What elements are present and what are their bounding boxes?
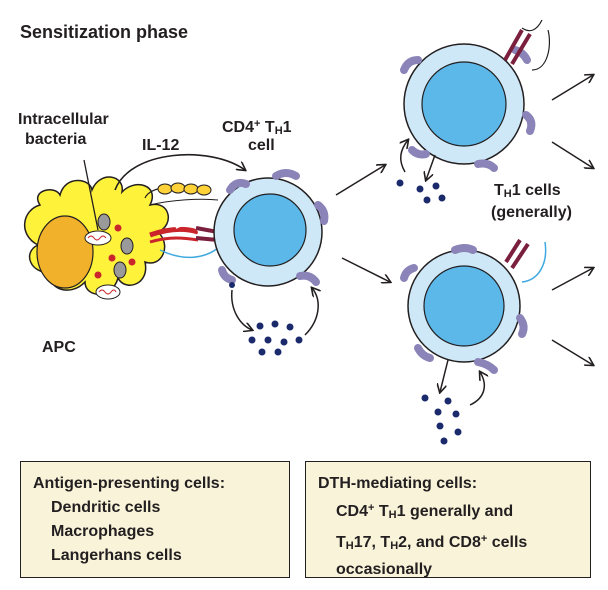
arrow-to-lower-cell (341, 257, 390, 282)
dth-cells-heading: DTH-mediating cells: (318, 475, 478, 492)
feedback-arrow-lower (469, 372, 484, 406)
cytokine-dots-center (248, 320, 303, 356)
apc-type-item: Langerhans cells (51, 547, 182, 564)
feedback-arrow-center (304, 288, 318, 336)
bacteria-label-line1: Intracellular (18, 111, 109, 128)
feedback-arrow-upper (401, 140, 408, 173)
apc-label: APC (42, 339, 76, 356)
th1-cells-label-line1: TH1 cells (494, 182, 561, 200)
bacteria-label-line2: bacteria (25, 131, 87, 148)
bacteria-icons (84, 213, 136, 300)
th1-cell-label-line1: CD4+ TH1 (222, 118, 292, 137)
dth-cells-line1: CD4+ TH1 generally and (336, 502, 514, 521)
dth-cells-line3: occasionally (336, 561, 433, 578)
dth-cells-line2: TH17, TH2, and CD8+ cells (336, 533, 528, 552)
arrow-out-lower-2 (551, 339, 593, 365)
th1-cells-label-line2: (generally) (491, 204, 572, 221)
apc-type-item: Dendritic cells (51, 499, 161, 516)
il12-receptor-complex (144, 182, 219, 206)
diagram-title: Sensitization phase (20, 22, 189, 42)
apc-cell (23, 176, 169, 300)
secretion-arrow-upper (426, 154, 436, 180)
arrow-out-lower-1 (551, 268, 593, 291)
apc-types-heading: Antigen-presenting cells: (33, 475, 226, 492)
bacteria-pointer-line (83, 159, 99, 231)
dth-cells-box: DTH-mediating cells: CD4+ TH1 generally … (305, 461, 591, 578)
apc-type-item: Macrophages (51, 523, 155, 540)
th1-cell-center (213, 169, 329, 288)
th1-cell-upper (400, 19, 551, 172)
cytokine-dots-upper (396, 179, 446, 204)
secretion-arrow-lower (440, 359, 449, 392)
arrow-to-upper-cell (335, 165, 385, 196)
il12-label: IL-12 (142, 137, 180, 154)
arrow-out-upper-2 (551, 141, 593, 168)
arrow-out-upper-1 (551, 75, 593, 101)
apc-nucleus (36, 215, 94, 289)
apc-types-box: Antigen-presenting cells: Dendritic cell… (20, 461, 290, 578)
th1-cell-label-line2: cell (248, 137, 275, 154)
th1-cell-lower (400, 238, 547, 374)
il12-arrow (114, 153, 245, 191)
cytokine-dots-lower (421, 394, 462, 445)
secretion-arrow-center (231, 289, 252, 330)
